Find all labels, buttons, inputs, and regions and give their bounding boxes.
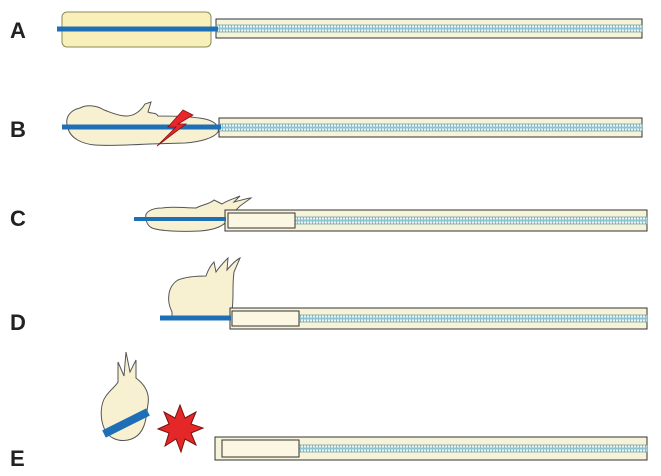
tissue-mass (168, 256, 241, 317)
catheter (229, 307, 648, 330)
catheter (224, 209, 648, 232)
step-e: E (10, 351, 648, 471)
guide-wire-fragment (102, 408, 150, 438)
tissue-mass (66, 101, 219, 146)
step-c: C (10, 195, 648, 232)
step-e-label: E (10, 446, 25, 471)
catheter (215, 18, 643, 39)
step-b-label: B (10, 117, 26, 142)
lightning-bolt-icon (156, 109, 194, 147)
catheter (218, 117, 643, 138)
step-d-label: D (10, 310, 26, 335)
starburst-icon (156, 403, 205, 454)
step-c-label: C (10, 206, 26, 231)
catheter-tip-sheath (231, 310, 300, 327)
step-a-label: A (10, 18, 26, 43)
step-a: A (10, 11, 643, 48)
step-d: D (10, 256, 648, 335)
step-b: B (10, 101, 643, 147)
catheter-tip-sheath (221, 439, 300, 458)
catheter-tip-sheath (227, 212, 296, 229)
catheter (214, 436, 648, 461)
